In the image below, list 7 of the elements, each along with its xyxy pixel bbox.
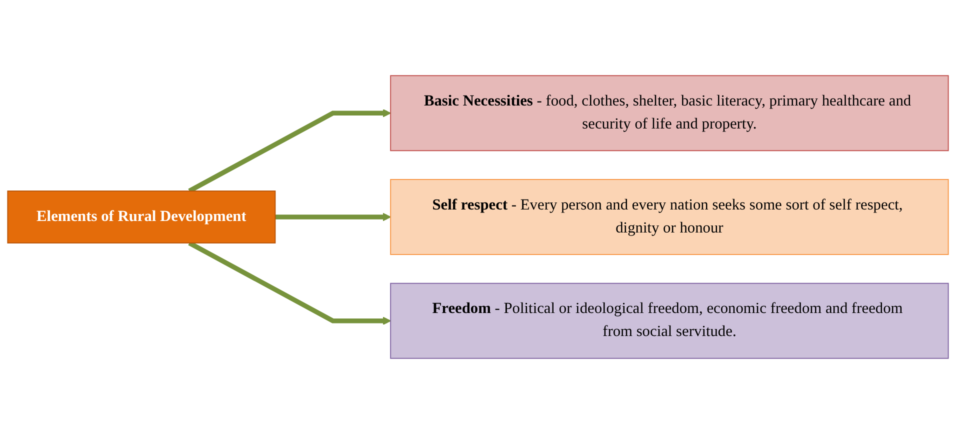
node-box: Elements of Rural Development: [7, 190, 276, 244]
node-box: Self respect - Every person and every nation seeks some sort of self respect, dignity or honour: [390, 179, 949, 255]
arrow: [275, 212, 391, 222]
arrow: [188, 240, 391, 326]
arrow: [188, 108, 391, 194]
node-box: Freedom - Political or ideological freedom, economic freedom and freedom from social servitude.: [390, 282, 949, 359]
node-box: Basic Necessities - food, clothes, shelter, basic literacy, primary healthcare and security of life and property.: [390, 75, 949, 152]
